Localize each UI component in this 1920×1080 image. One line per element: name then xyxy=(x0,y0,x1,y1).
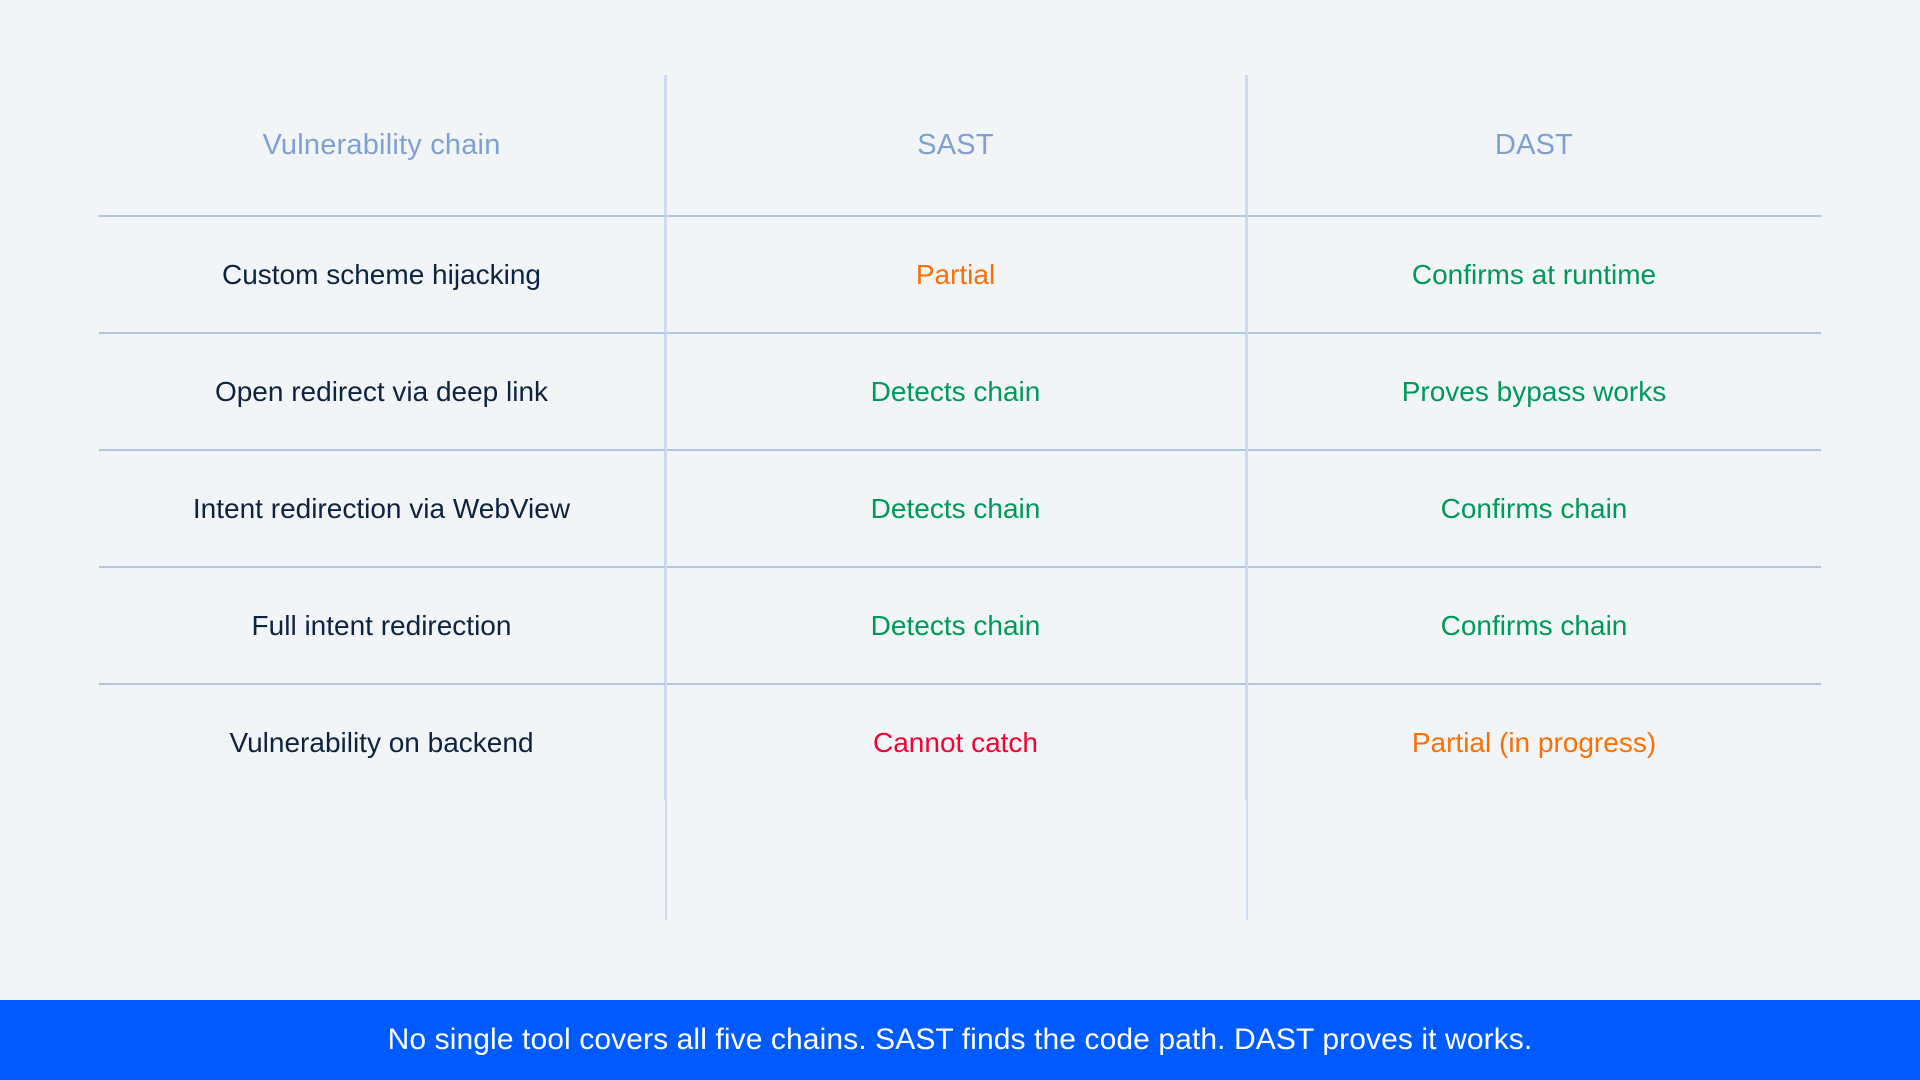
row-label-intent-redirection-via-webview: Intent redirection via WebView xyxy=(99,450,665,568)
column-divider-sast xyxy=(665,75,667,920)
table-header-row: Vulnerability chain SAST DAST xyxy=(99,75,1821,217)
summary-banner: No single tool covers all five chains. S… xyxy=(0,1000,1920,1080)
row-label-full-intent-redirection: Full intent redirection xyxy=(99,567,665,685)
cell-dast-full-intent-redirection: Confirms chain xyxy=(1245,567,1821,685)
column-header-dast: DAST xyxy=(1245,75,1821,217)
table-row: Custom scheme hijacking Partial Confirms… xyxy=(99,216,1821,334)
cell-sast-intent-redirection-via-webview: Detects chain xyxy=(664,450,1246,568)
cell-dast-custom-scheme-hijacking: Confirms at runtime xyxy=(1245,216,1821,334)
cell-sast-vulnerability-on-backend: Cannot catch xyxy=(664,684,1246,800)
row-label-open-redirect-via-deep-link: Open redirect via deep link xyxy=(99,333,665,451)
row-label-custom-scheme-hijacking: Custom scheme hijacking xyxy=(99,216,665,334)
sast-dast-comparison-table: Vulnerability chain SAST DAST Custom sch… xyxy=(99,75,1821,800)
column-header-vulnerability-chain: Vulnerability chain xyxy=(99,75,665,217)
column-divider-dast xyxy=(1246,75,1248,920)
table-row: Open redirect via deep link Detects chai… xyxy=(99,333,1821,451)
cell-dast-intent-redirection-via-webview: Confirms chain xyxy=(1245,450,1821,568)
cell-dast-open-redirect-via-deep-link: Proves bypass works xyxy=(1245,333,1821,451)
summary-banner-text: No single tool covers all five chains. S… xyxy=(387,1023,1533,1056)
comparison-table-region: Vulnerability chain SAST DAST Custom sch… xyxy=(99,75,1821,920)
table-row: Vulnerability on backend Cannot catch Pa… xyxy=(99,684,1821,800)
cell-sast-full-intent-redirection: Detects chain xyxy=(664,567,1246,685)
table-row: Intent redirection via WebView Detects c… xyxy=(99,450,1821,568)
column-header-sast: SAST xyxy=(664,75,1246,217)
table-header: Vulnerability chain SAST DAST xyxy=(99,75,1821,217)
cell-sast-custom-scheme-hijacking: Partial xyxy=(664,216,1246,334)
table-body: Custom scheme hijacking Partial Confirms… xyxy=(99,216,1821,800)
row-label-vulnerability-on-backend: Vulnerability on backend xyxy=(229,727,534,758)
cell-sast-open-redirect-via-deep-link: Detects chain xyxy=(664,333,1246,451)
cell-dast-vulnerability-on-backend: Partial (in progress) xyxy=(1245,684,1821,800)
table-row: Full intent redirection Detects chain Co… xyxy=(99,567,1821,685)
